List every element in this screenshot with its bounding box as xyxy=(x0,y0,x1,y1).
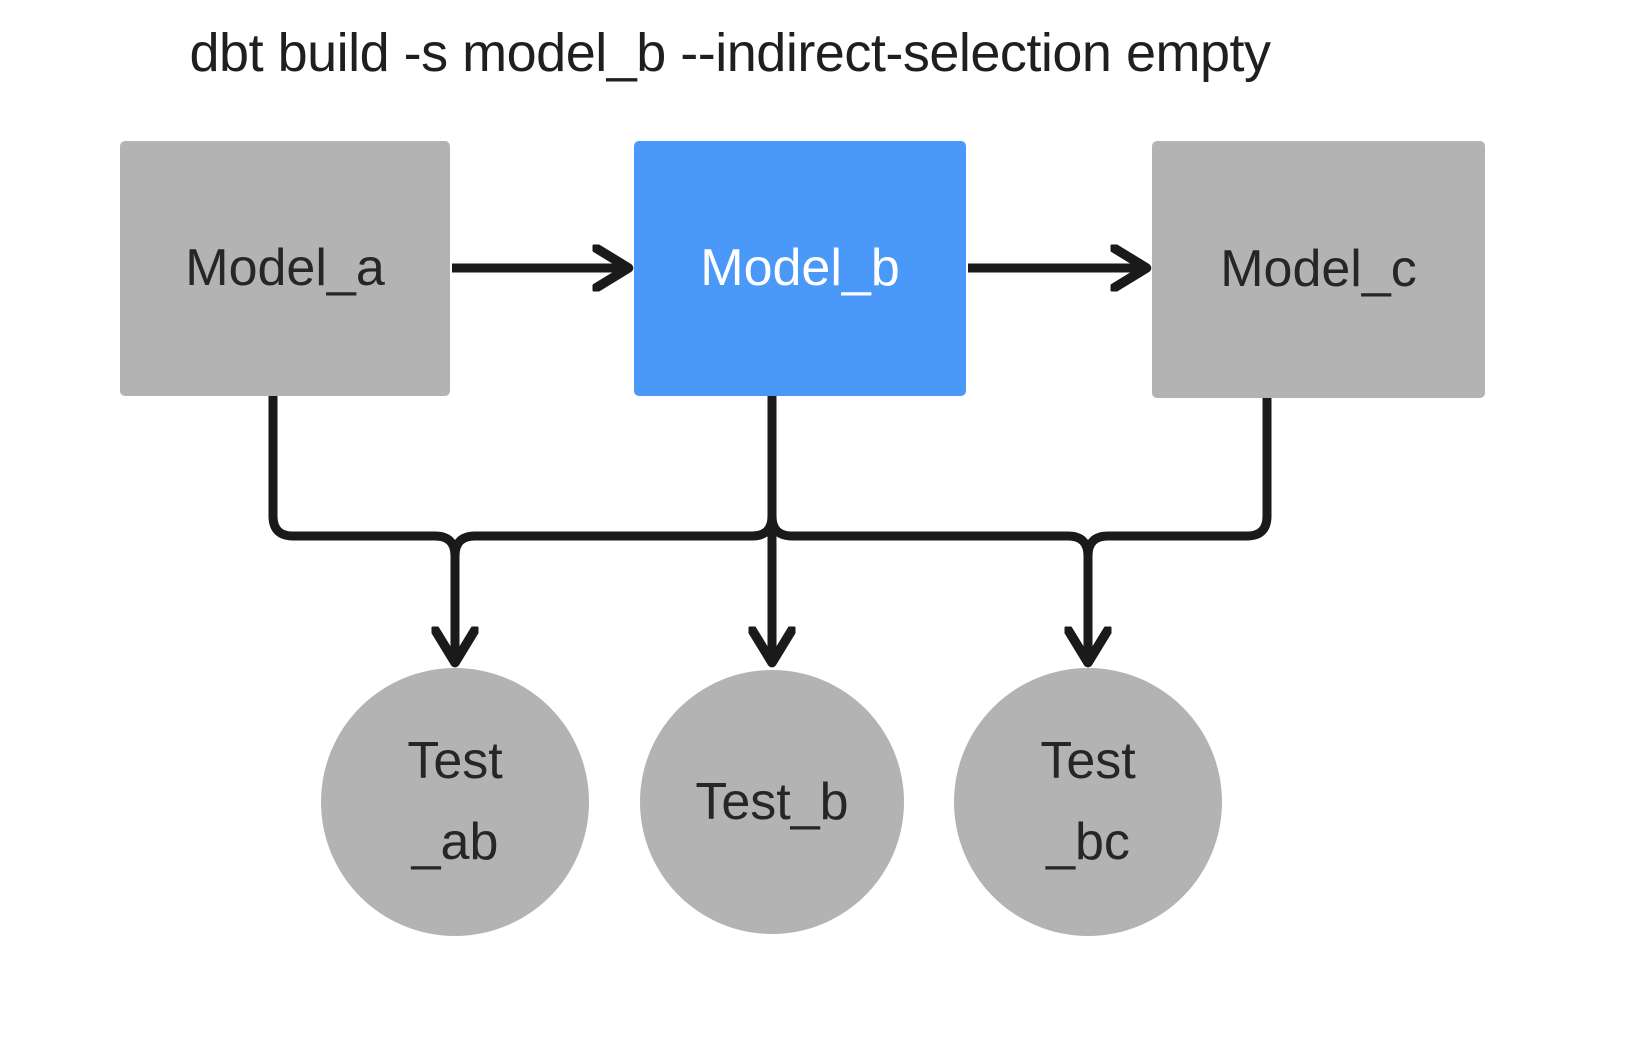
node-shapes xyxy=(120,141,1485,936)
node-test-b[interactable] xyxy=(640,670,904,934)
edge-model-a-to-test-ab xyxy=(268,396,455,659)
node-model-c[interactable] xyxy=(1152,141,1485,398)
edge-model-b-to-test-ab xyxy=(450,515,777,557)
diagram-title: dbt build -s model_b --indirect-selectio… xyxy=(189,23,1272,83)
node-model-b[interactable] xyxy=(634,141,966,396)
node-test-bc[interactable] xyxy=(954,668,1222,936)
node-test-ab[interactable] xyxy=(321,668,589,936)
edge-model-b-to-test-bc xyxy=(767,515,1093,557)
edge-model-c-to-test-bc xyxy=(1088,398,1272,659)
node-model-a[interactable] xyxy=(120,141,450,396)
